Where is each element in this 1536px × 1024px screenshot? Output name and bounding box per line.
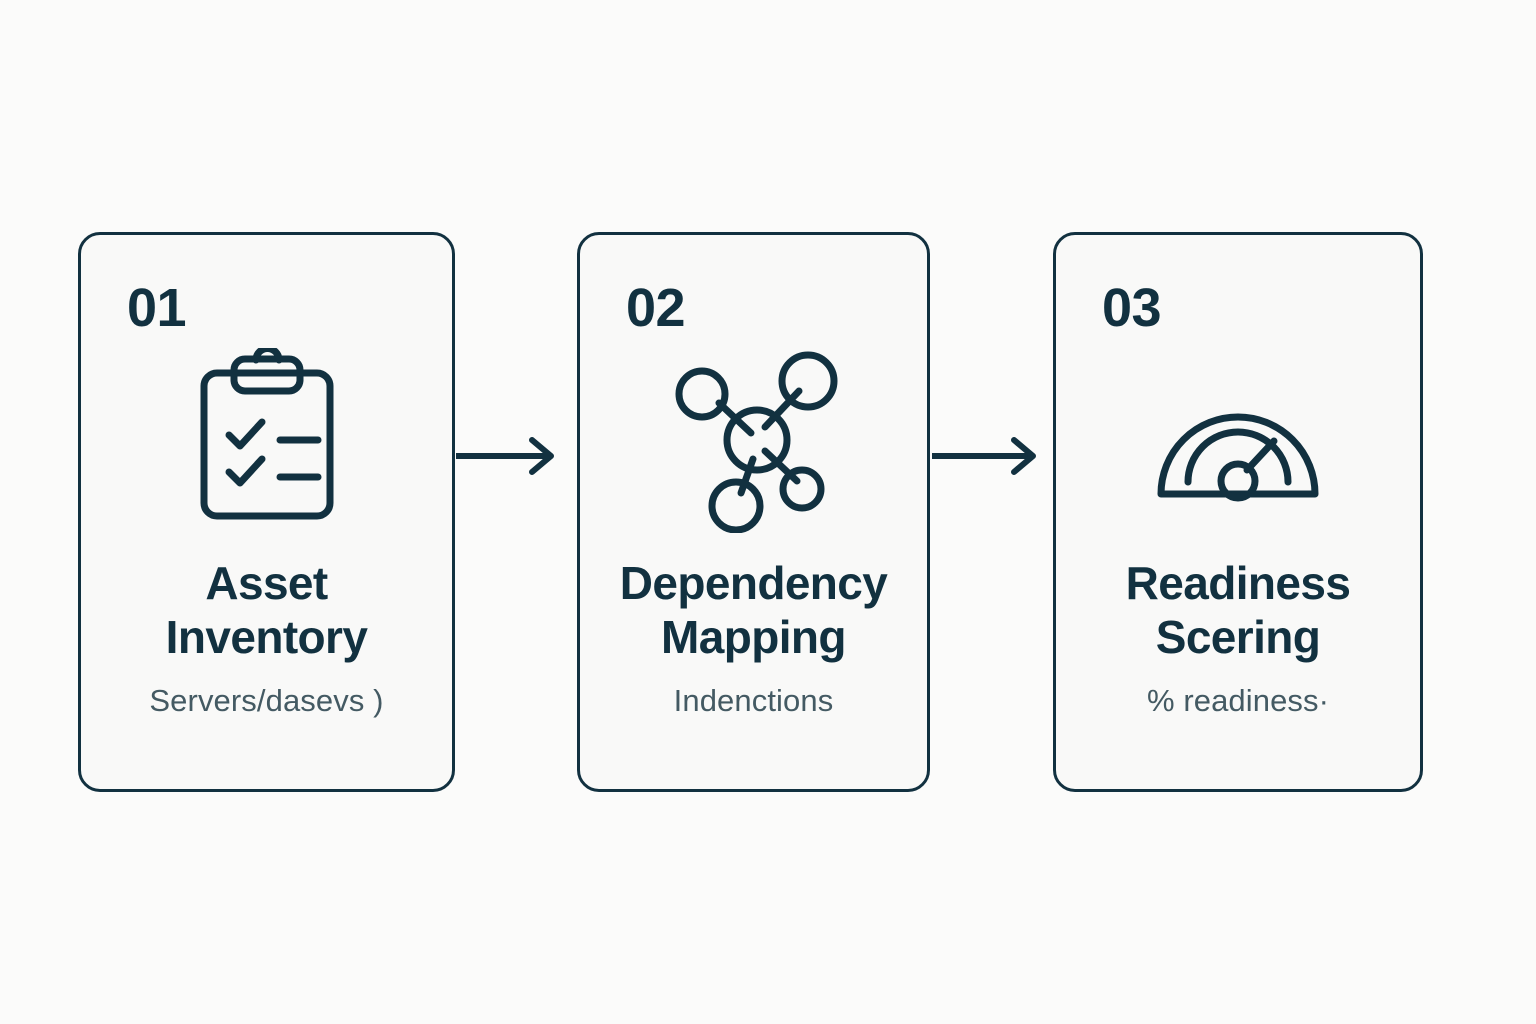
step-title-1: Asset Inventory xyxy=(165,557,368,663)
step-number-1: 01 xyxy=(127,278,187,338)
arrow-step2-to-step3 xyxy=(929,436,1042,476)
process-step-card-2[interactable]: 02 Dependency Mapping Indenctions xyxy=(577,232,930,792)
step-title-2: Dependency Mapping xyxy=(619,557,888,663)
step-number-3: 03 xyxy=(1102,278,1162,338)
step-subtitle-2: Indenctions xyxy=(673,682,834,718)
clipboard-checklist-icon xyxy=(192,343,342,533)
step-number-2: 02 xyxy=(626,278,686,338)
arrow-step1-to-step2 xyxy=(453,436,560,476)
gauge-meter-icon xyxy=(1148,343,1328,533)
step-title-3: Readiness Scering xyxy=(1125,557,1351,663)
network-nodes-icon xyxy=(669,343,839,533)
process-step-card-3[interactable]: 03 Readiness Scering % readiness· xyxy=(1053,232,1423,792)
step-subtitle-3: % readiness· xyxy=(1146,682,1330,718)
step-subtitle-1: Servers/dasevs ) xyxy=(149,682,384,718)
process-step-card-1[interactable]: 01 Asset Inventory Servers/dasevs ) xyxy=(78,232,455,792)
